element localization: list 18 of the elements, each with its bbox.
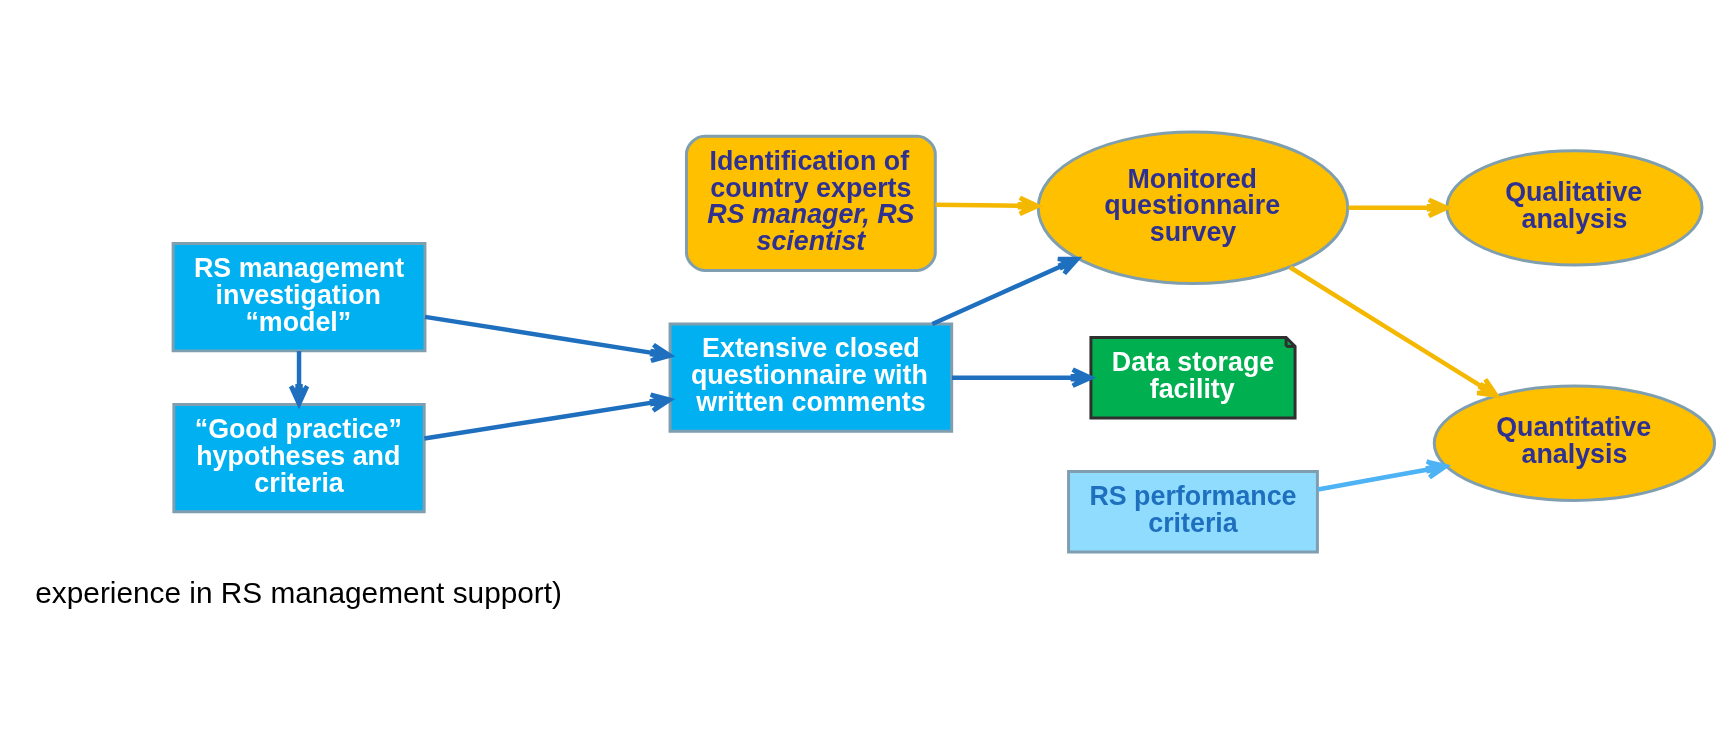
node-box: Extensive closed questionnaire with written comments [668, 322, 954, 433]
node-ellipse: Quantitative analysis [1432, 384, 1717, 502]
arrow [931, 256, 1080, 326]
node-ellipse: Qualitative analysis [1445, 148, 1704, 266]
arrow [1348, 197, 1450, 218]
arrow [951, 366, 1093, 388]
arrow [935, 195, 1041, 216]
arrow [288, 350, 310, 406]
arrow [424, 314, 673, 363]
arrow [1288, 264, 1499, 398]
arrow [424, 391, 672, 441]
node-box: “Good practice” hypotheses and criteria [172, 402, 426, 513]
label: experience in RS management support) [35, 575, 562, 609]
node-box: RS management investigation “model” [171, 241, 427, 352]
node-box: RS performance criteria [1067, 469, 1319, 553]
node-box: Identification of country experts RS manager, RS scientist [684, 134, 937, 272]
arrow [1317, 458, 1449, 492]
node-ellipse: Monitored questionnaire survey [1036, 130, 1350, 285]
